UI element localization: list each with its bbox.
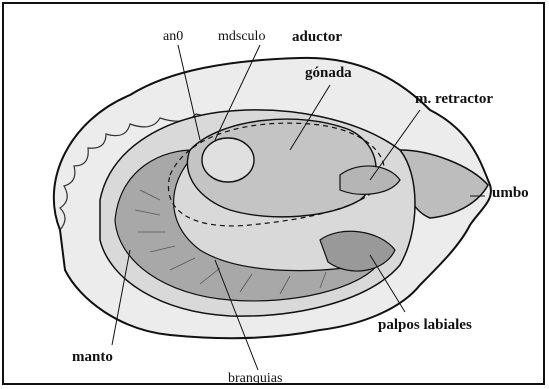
label-musculo: mdsculo xyxy=(218,30,265,44)
label-manto: manto xyxy=(72,350,113,365)
label-branquias: branquias xyxy=(228,372,282,386)
label-palpos: palpos labiales xyxy=(378,318,472,333)
label-retractor: m. retractor xyxy=(415,92,493,107)
adductor-muscle xyxy=(202,138,254,182)
label-umbo: umbo xyxy=(492,186,529,201)
label-aductor: aductor xyxy=(292,30,342,45)
label-ano: an0 xyxy=(163,30,183,44)
label-gonada: gónada xyxy=(305,66,352,81)
